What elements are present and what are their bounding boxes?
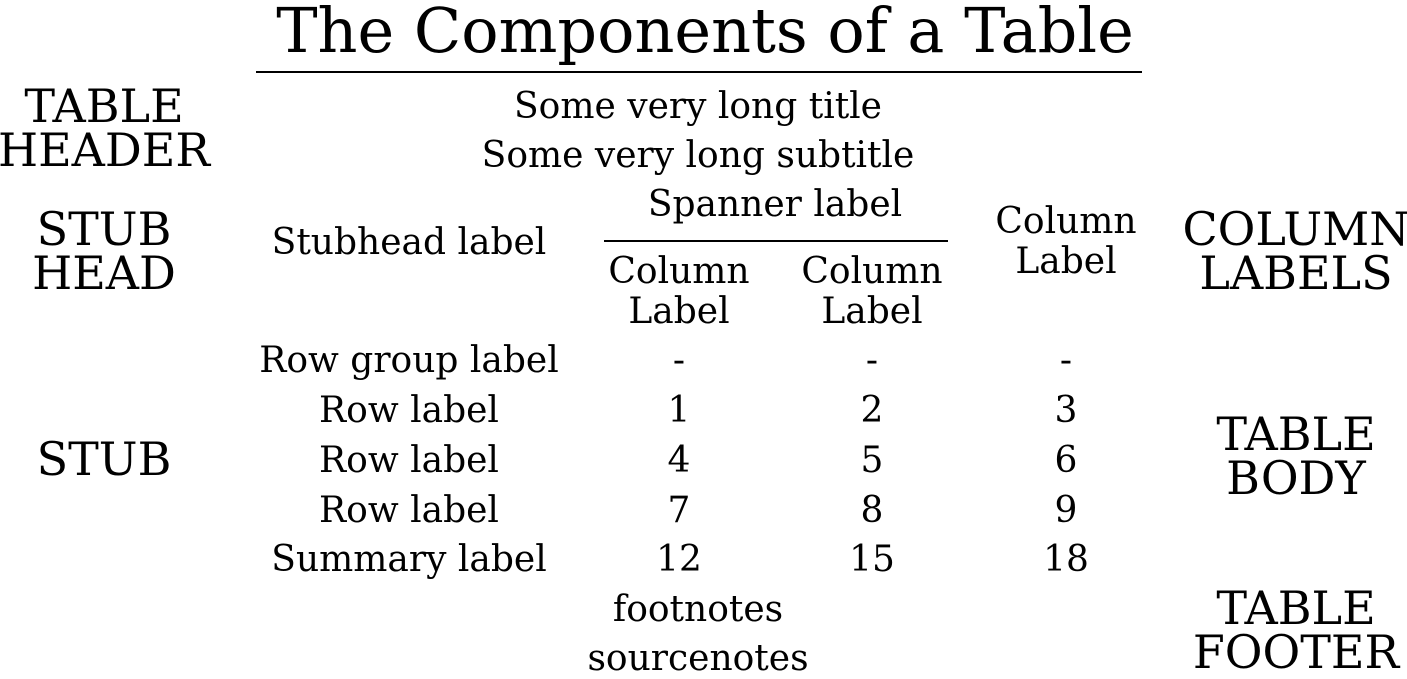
table-cell: 7	[667, 490, 691, 531]
title-underline	[256, 71, 1142, 73]
table-footer-annotation-line2: FOOTER	[1192, 625, 1400, 679]
table-header-annotation: TABLE HEADER	[0, 79, 211, 177]
table-cell: 2	[860, 390, 884, 431]
stub-head-annotation-line2: HEAD	[32, 246, 176, 300]
spanner-rule	[604, 240, 948, 242]
spanner-label: Spanner label	[647, 184, 903, 225]
table-cell: 1	[667, 390, 691, 431]
row-label: Row label	[319, 440, 499, 481]
row-label: Row label	[319, 490, 499, 531]
column-label-2: Column Label	[801, 252, 942, 332]
column-label-3-line2: Label	[1015, 241, 1117, 282]
table-footer-annotation-line1: TABLE	[1216, 581, 1376, 635]
row-label: Row label	[319, 390, 499, 431]
summary-cell: 15	[849, 539, 895, 580]
column-label-1-line2: Label	[628, 291, 730, 332]
stub-head-annotation: STUB HEAD	[32, 202, 176, 300]
table-body-annotation: TABLE BODY	[1216, 407, 1376, 505]
column-label-3: Column Label	[995, 202, 1136, 282]
footnotes: footnotes	[612, 589, 784, 630]
table-header-annotation-line1: TABLE	[24, 79, 184, 133]
stub-head-annotation-line1: STUB	[36, 202, 172, 256]
table-cell: 6	[1054, 440, 1078, 481]
row-group-cell: -	[865, 340, 879, 381]
table-footer-annotation: TABLE FOOTER	[1192, 581, 1400, 679]
table-body-annotation-line2: BODY	[1226, 451, 1366, 505]
summary-cell: 12	[656, 539, 702, 580]
table-subtitle: Some very long subtitle	[481, 135, 915, 176]
table-cell: 3	[1054, 390, 1078, 431]
row-group-cell: -	[1059, 340, 1073, 381]
column-label-3-line1: Column	[995, 201, 1137, 242]
row-group-cell: -	[672, 340, 686, 381]
column-label-1: Column Label	[608, 252, 749, 332]
table-cell: 9	[1054, 490, 1078, 531]
column-labels-annotation-line2: LABELS	[1199, 246, 1393, 300]
stub-annotation: STUB	[36, 432, 172, 486]
table-body-annotation-line1: TABLE	[1216, 407, 1376, 461]
table-cell: 5	[860, 440, 884, 481]
column-labels-annotation-line1: COLUMN	[1182, 202, 1407, 256]
diagram-title: The Components of a Table	[276, 0, 1134, 67]
sourcenotes: sourcenotes	[587, 638, 809, 679]
row-group-label: Row group label	[259, 340, 559, 381]
summary-cell: 18	[1043, 539, 1089, 580]
stubhead-label: Stubhead label	[271, 222, 547, 263]
column-labels-annotation: COLUMN LABELS	[1182, 202, 1407, 300]
table-cell: 8	[860, 490, 884, 531]
table-cell: 4	[667, 440, 691, 481]
column-label-1-line1: Column	[608, 251, 750, 292]
summary-label: Summary label	[271, 539, 547, 580]
table-title: Some very long title	[514, 86, 882, 127]
column-label-2-line2: Label	[821, 291, 923, 332]
table-header-annotation-line2: HEADER	[0, 123, 211, 177]
column-label-2-line1: Column	[801, 251, 943, 292]
